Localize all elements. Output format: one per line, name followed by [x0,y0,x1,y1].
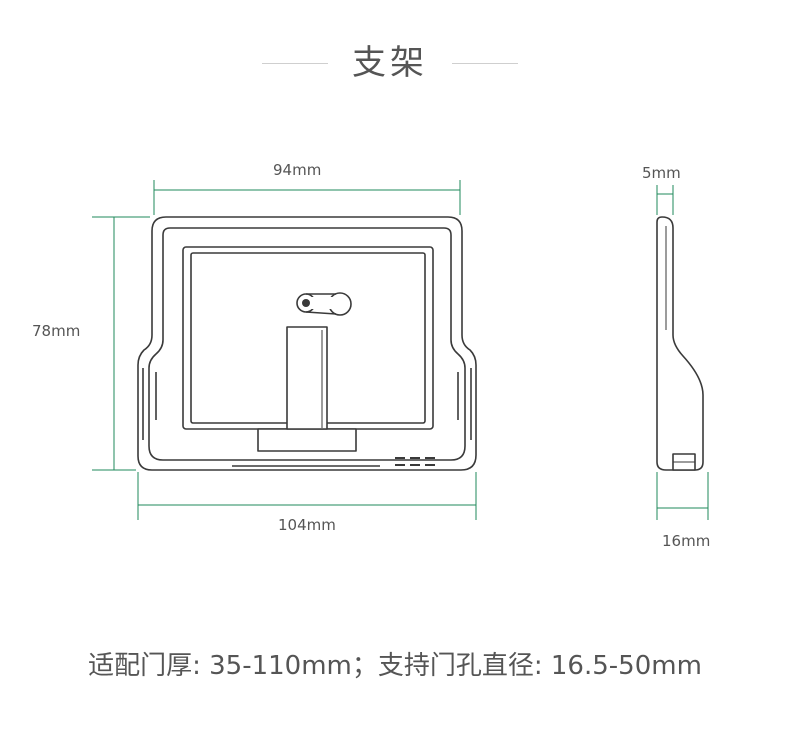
front-inner-rim [148,227,466,461]
page-title: 支架 [352,43,428,83]
spec-caption: 适配门厚: 35-110mm；支持门孔直径: 16.5-50mm [88,651,702,681]
dim-label-5: 5mm [642,164,681,182]
front-vent-marks [395,457,435,466]
dimension-lines [92,180,709,520]
front-pole [286,326,328,430]
side-view [656,216,704,471]
dim-label-94: 94mm [273,161,322,179]
title-divider-right [452,63,518,64]
front-knob-join [305,293,337,315]
title-divider-left [262,63,328,64]
side-outline [656,216,704,471]
title-row: 支架 [0,38,790,88]
dim-label-104: 104mm [278,516,336,534]
front-view [137,216,477,471]
front-knob-bridge [304,297,338,309]
dim-label-16: 16mm [662,532,711,550]
front-knob-dot [302,299,310,307]
front-base-slot [257,428,357,452]
dim-label-78: 78mm [32,322,81,340]
front-outer-outline [137,216,477,471]
